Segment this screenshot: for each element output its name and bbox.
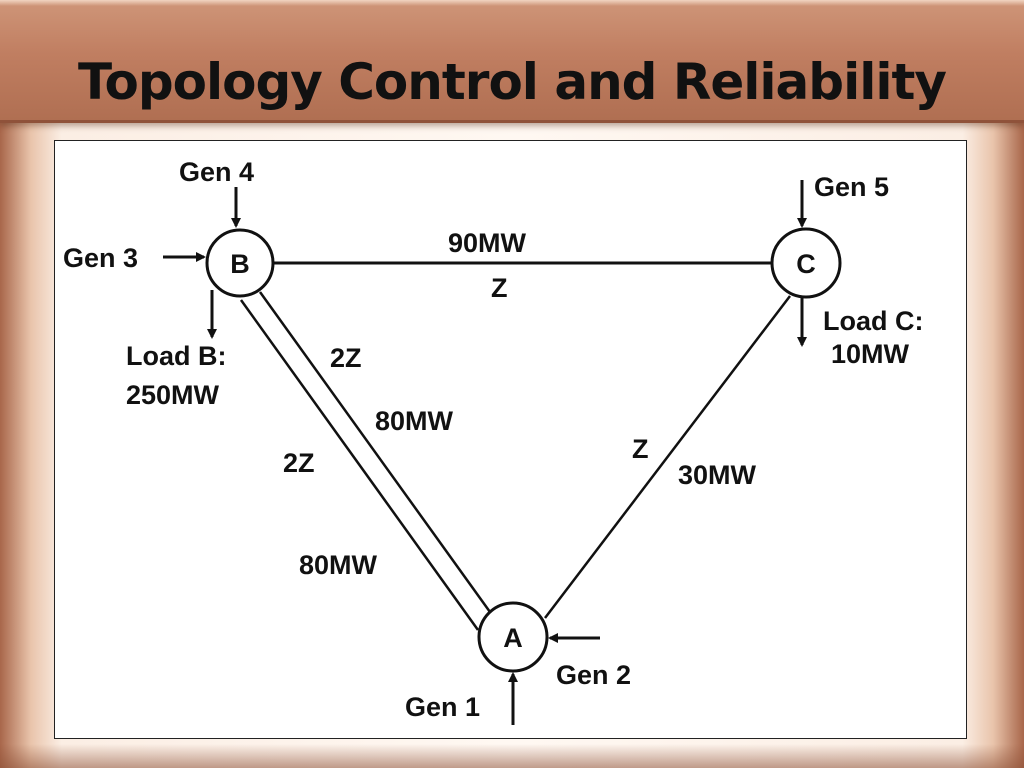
load-c-label: Load C: bbox=[823, 306, 924, 336]
line-b-c-impedance: Z bbox=[491, 273, 508, 303]
slide-title: Topology Control and Reliability bbox=[78, 53, 947, 111]
gen1-label: Gen 1 bbox=[405, 692, 480, 722]
line-c-a bbox=[544, 295, 791, 619]
load-b-label: Load B: bbox=[126, 341, 227, 371]
node-c: C bbox=[770, 227, 842, 299]
node-b-label: B bbox=[230, 249, 250, 279]
node-b: B bbox=[205, 228, 275, 298]
node-a: A bbox=[477, 601, 549, 673]
line-b-a-inner-flow: 80MW bbox=[375, 406, 454, 436]
load-b-value: 250MW bbox=[126, 380, 220, 410]
gen3-label: Gen 3 bbox=[63, 243, 138, 273]
line-c-a-impedance: Z bbox=[632, 434, 649, 464]
line-b-a-outer bbox=[239, 299, 480, 631]
title-bar: Topology Control and Reliability bbox=[0, 0, 1024, 123]
gen2-label: Gen 2 bbox=[556, 660, 631, 690]
line-c-a-flow: 30MW bbox=[678, 460, 757, 490]
load-c-value: 10MW bbox=[831, 339, 910, 369]
line-b-a-inner bbox=[258, 291, 492, 613]
line-b-a-outer-impedance: 2Z bbox=[283, 448, 315, 478]
node-c-label: C bbox=[796, 249, 816, 279]
gen4-label: Gen 4 bbox=[179, 157, 254, 187]
line-b-c-flow: 90MW bbox=[448, 228, 527, 258]
line-b-a-inner-impedance: 2Z bbox=[330, 343, 362, 373]
gen5-label: Gen 5 bbox=[814, 172, 889, 202]
node-a-label: A bbox=[503, 623, 523, 653]
line-b-a-outer-flow: 80MW bbox=[299, 550, 378, 580]
